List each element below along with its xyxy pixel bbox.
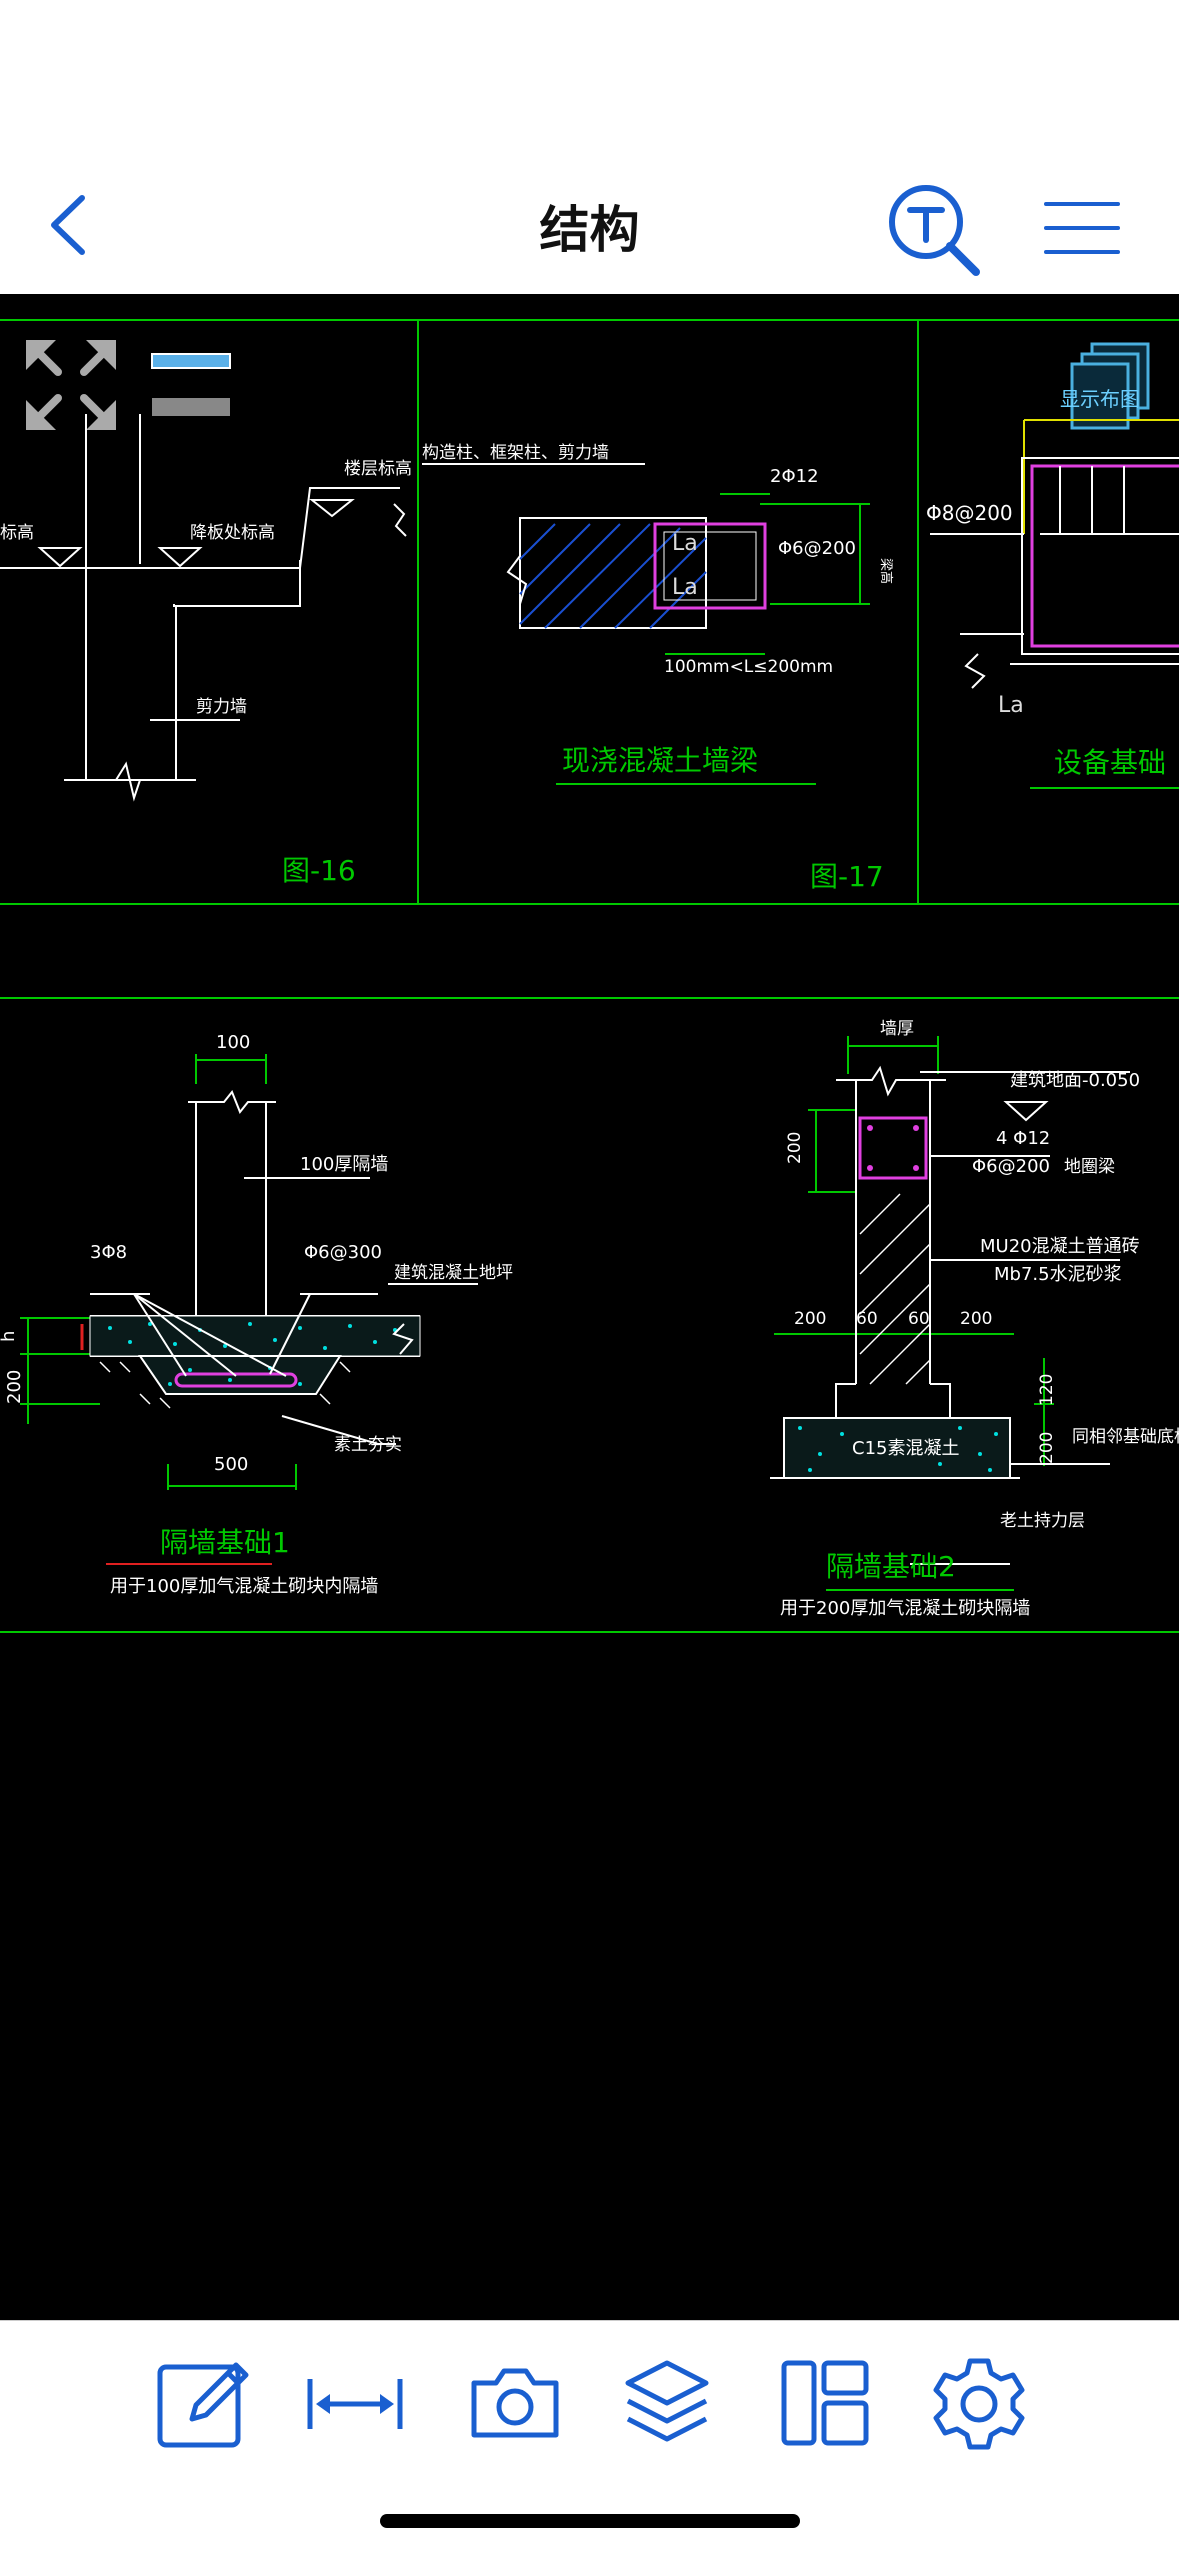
drawing-canvas[interactable]: 显示布图 楼层标高 标高 降板处标高 bbox=[0, 294, 1179, 2320]
fig17-caption: 现浇混凝土墙梁 bbox=[562, 744, 758, 777]
camera-icon bbox=[471, 2368, 559, 2438]
equipment-foundation: Φ8@200 La 设备基础 bbox=[926, 419, 1179, 789]
edit-icon bbox=[157, 2362, 249, 2448]
fig17-la2: La bbox=[672, 575, 698, 600]
p1-stirrup: Φ6@300 bbox=[304, 1242, 382, 1263]
text-search-button[interactable] bbox=[884, 180, 984, 280]
fig17-rebar-top: 2Φ12 bbox=[770, 466, 819, 487]
settings-icon bbox=[933, 2358, 1025, 2450]
p1-rebar: 3Φ8 bbox=[90, 1242, 127, 1263]
fig17-top-note: 构造柱、框架柱、剪力墙 bbox=[422, 443, 609, 463]
p2-ground: 建筑地面-0.050 bbox=[1010, 1070, 1140, 1091]
back-button[interactable] bbox=[40, 190, 100, 260]
top-bar: 结构 bbox=[0, 0, 1179, 294]
layout-toggle-button[interactable]: 显示布图 bbox=[1060, 342, 1150, 430]
p1-dim-top: 100 bbox=[216, 1032, 250, 1053]
p1-dim-200: 200 bbox=[4, 1370, 25, 1404]
p1-caption: 隔墙基础1 bbox=[160, 1526, 290, 1559]
fig16-elev-left: 标高 bbox=[0, 523, 34, 543]
fig17-range: 100mm<L≤200mm bbox=[664, 657, 833, 677]
p1-note: 用于100厚加气混凝土砌块内隔墙 bbox=[110, 1576, 378, 1597]
p2-d120: 120 bbox=[1037, 1374, 1057, 1406]
equip-rebar: Φ8@200 bbox=[926, 501, 1013, 525]
fig16-number: 图-16 bbox=[282, 854, 356, 887]
p2-d60a: 60 bbox=[856, 1309, 878, 1329]
p2-rebar: 4 Φ12 bbox=[996, 1128, 1050, 1149]
p2-bearing: 老土持力层 bbox=[1000, 1511, 1085, 1531]
figure-17: 构造柱、框架柱、剪力墙 2Φ12 Φ6@200 bbox=[422, 443, 894, 893]
p2-caption: 隔墙基础2 bbox=[826, 1550, 956, 1583]
p2-base-elev: 同相邻基础底标高 bbox=[1072, 1427, 1179, 1447]
p2-d200c: 200 bbox=[1037, 1432, 1057, 1464]
fig16-drop-elev: 降板处标高 bbox=[190, 523, 275, 543]
p1-dim-h: h bbox=[0, 1331, 19, 1342]
layout-button[interactable] bbox=[770, 2349, 880, 2459]
layout-toggle-label: 显示布图 bbox=[1060, 387, 1140, 411]
fig16-floor-elev: 楼层标高 bbox=[344, 459, 412, 479]
text-search-icon bbox=[889, 185, 980, 276]
p1-slab: 建筑混凝土地坪 bbox=[394, 1263, 513, 1283]
camera-button[interactable] bbox=[460, 2349, 570, 2459]
p1-wall: 100厚隔墙 bbox=[300, 1154, 388, 1175]
edit-button[interactable] bbox=[148, 2349, 258, 2459]
measure-icon bbox=[307, 2379, 403, 2429]
fig17-number: 图-17 bbox=[810, 860, 884, 893]
p2-d60b: 60 bbox=[908, 1309, 930, 1329]
fullscreen-icon[interactable] bbox=[26, 340, 116, 430]
equip-la: La bbox=[998, 693, 1024, 718]
equip-caption: 设备基础 bbox=[1054, 746, 1166, 779]
partition-foundation-1: 100 bbox=[0, 1032, 513, 1597]
measure-button[interactable] bbox=[300, 2349, 410, 2459]
page-title: 结构 bbox=[539, 201, 640, 259]
p2-stirrup: Φ6@200 bbox=[972, 1156, 1050, 1177]
hamburger-menu-icon bbox=[1044, 202, 1120, 254]
layout-icon bbox=[781, 2360, 869, 2446]
drawing-frames bbox=[0, 319, 1179, 1633]
partition-foundation-2: 墙厚 bbox=[770, 1019, 1179, 1619]
p2-brick: MU20混凝土普通砖 bbox=[980, 1236, 1140, 1257]
fig16-shear-wall: 剪力墙 bbox=[196, 697, 247, 717]
settings-button[interactable] bbox=[924, 2349, 1034, 2459]
p2-mortar: Mb7.5水泥砂浆 bbox=[994, 1264, 1122, 1285]
layer-toggle-grey[interactable] bbox=[152, 398, 230, 416]
fig17-la1: La bbox=[672, 531, 698, 556]
p2-note: 用于200厚加气混凝土砌块隔墙 bbox=[780, 1598, 1030, 1619]
layers-button[interactable] bbox=[612, 2349, 722, 2459]
p1-dim-500: 500 bbox=[214, 1454, 248, 1475]
p2-d200b: 200 bbox=[960, 1309, 992, 1329]
p2-concrete: C15素混凝土 bbox=[852, 1438, 959, 1459]
fig17-beam-height: 梁高 bbox=[878, 558, 894, 584]
fig17-stirrup: Φ6@200 bbox=[778, 538, 856, 559]
chevron-left-icon bbox=[51, 195, 85, 255]
p2-ring-beam: 地圈梁 bbox=[1064, 1157, 1115, 1177]
figure-16: 楼层标高 标高 降板处标高 剪力墙 图-16 bbox=[0, 414, 412, 887]
p2-wall-thk: 墙厚 bbox=[880, 1019, 914, 1039]
p1-soil: 素土夯实 bbox=[334, 1435, 402, 1455]
p2-d200a: 200 bbox=[794, 1309, 826, 1329]
menu-button[interactable] bbox=[1042, 196, 1122, 260]
layer-toggle-blue[interactable] bbox=[151, 353, 231, 369]
home-indicator bbox=[380, 2514, 800, 2528]
layers-icon bbox=[625, 2360, 709, 2442]
p2-dim-200v: 200 bbox=[785, 1132, 805, 1164]
